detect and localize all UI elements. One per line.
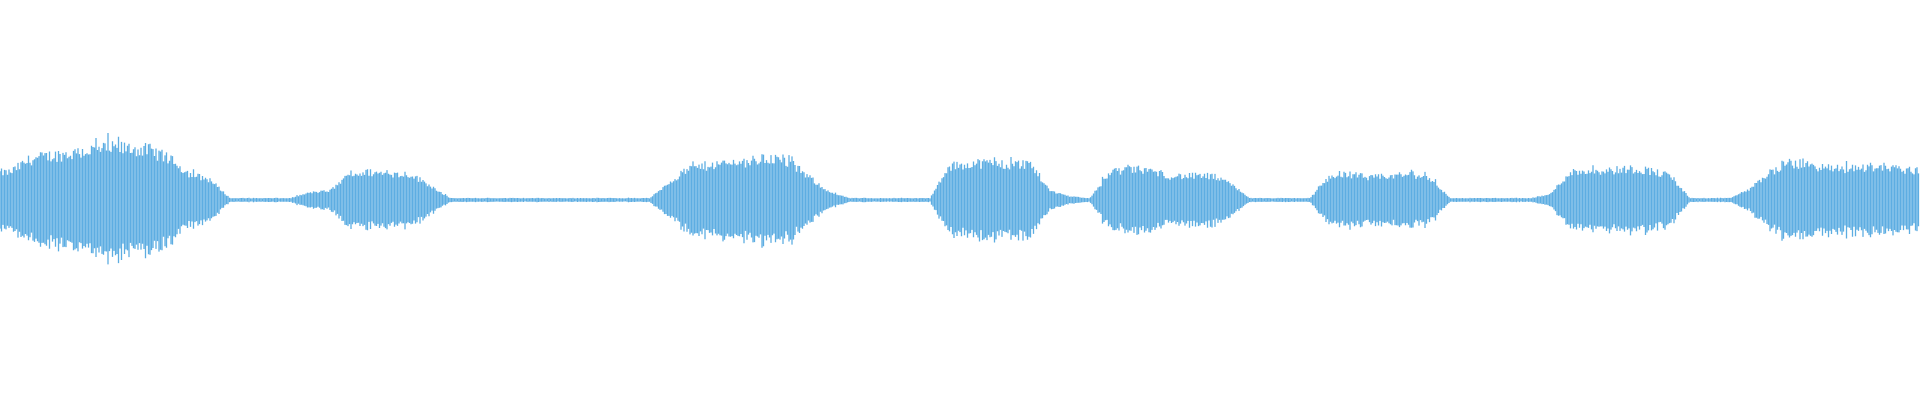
- waveform-trace: [0, 133, 1920, 265]
